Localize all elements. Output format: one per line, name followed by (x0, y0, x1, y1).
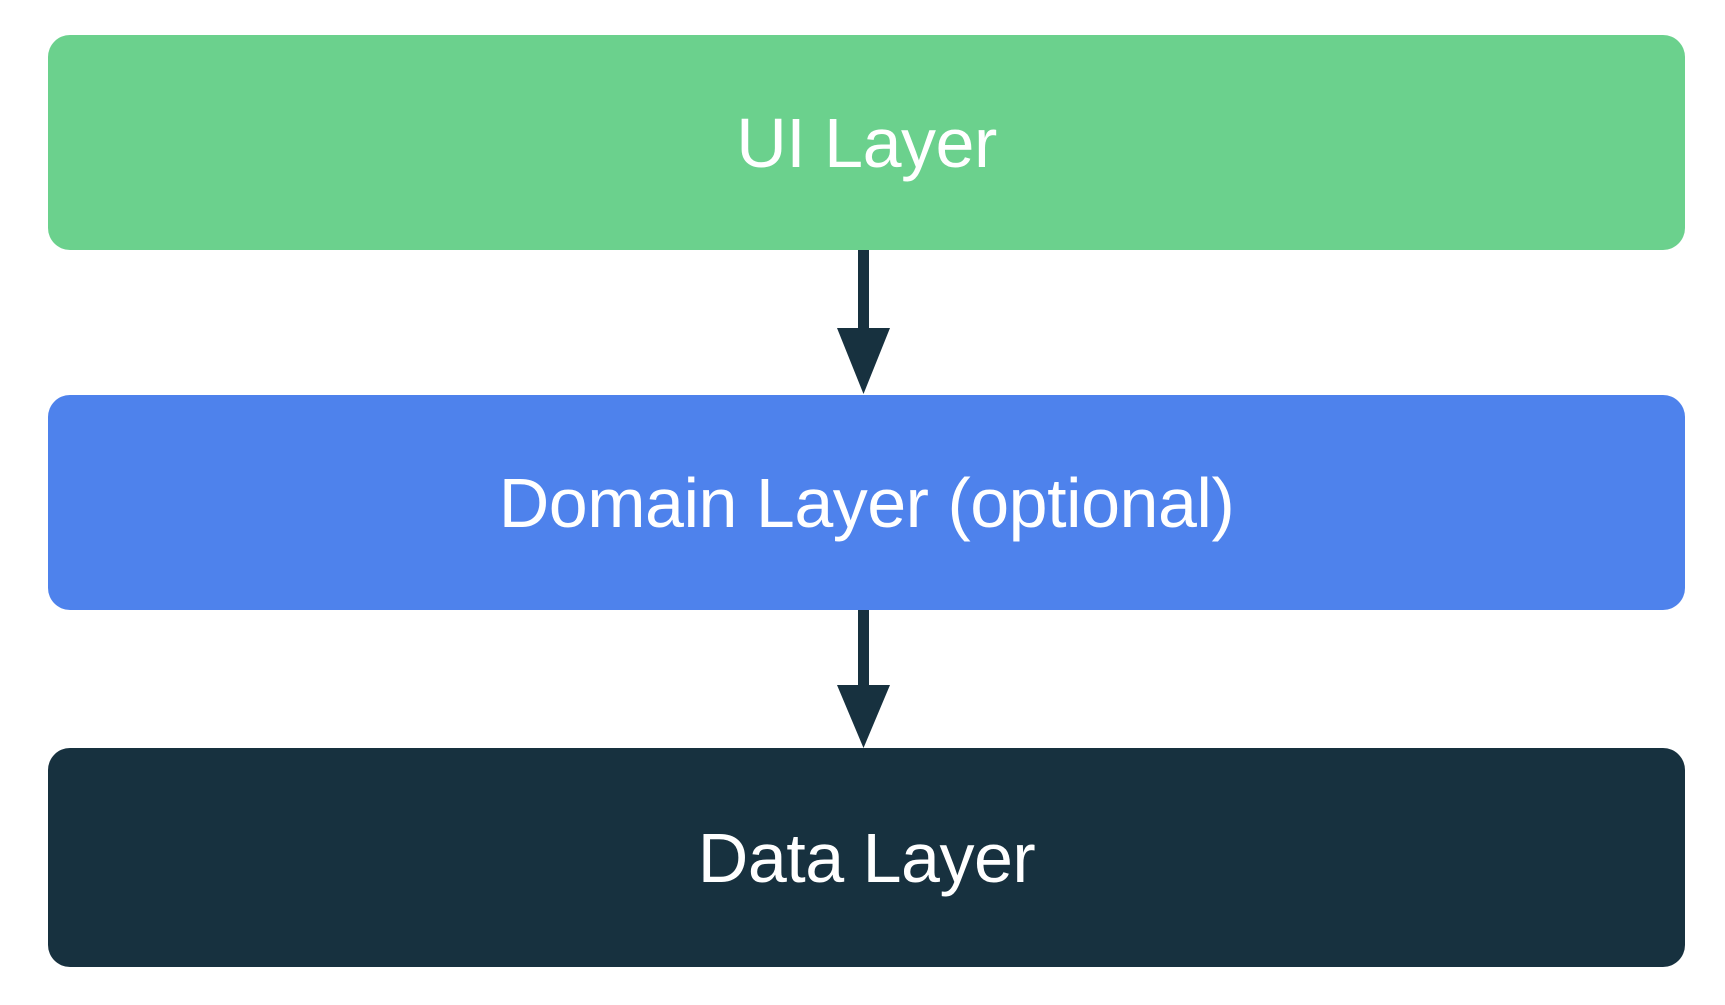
layer-box-ui[interactable]: UI Layer (48, 35, 1685, 250)
layer-label-data: Data Layer (697, 818, 1036, 897)
layer-label-ui: UI Layer (736, 103, 997, 182)
arrow-ui-to-domain-icon (837, 250, 890, 394)
arrow-domain-to-data-icon (837, 610, 890, 748)
layer-box-domain[interactable]: Domain Layer (optional) (48, 395, 1685, 610)
layer-label-domain: Domain Layer (optional) (498, 463, 1235, 542)
layer-box-data[interactable]: Data Layer (48, 748, 1685, 967)
